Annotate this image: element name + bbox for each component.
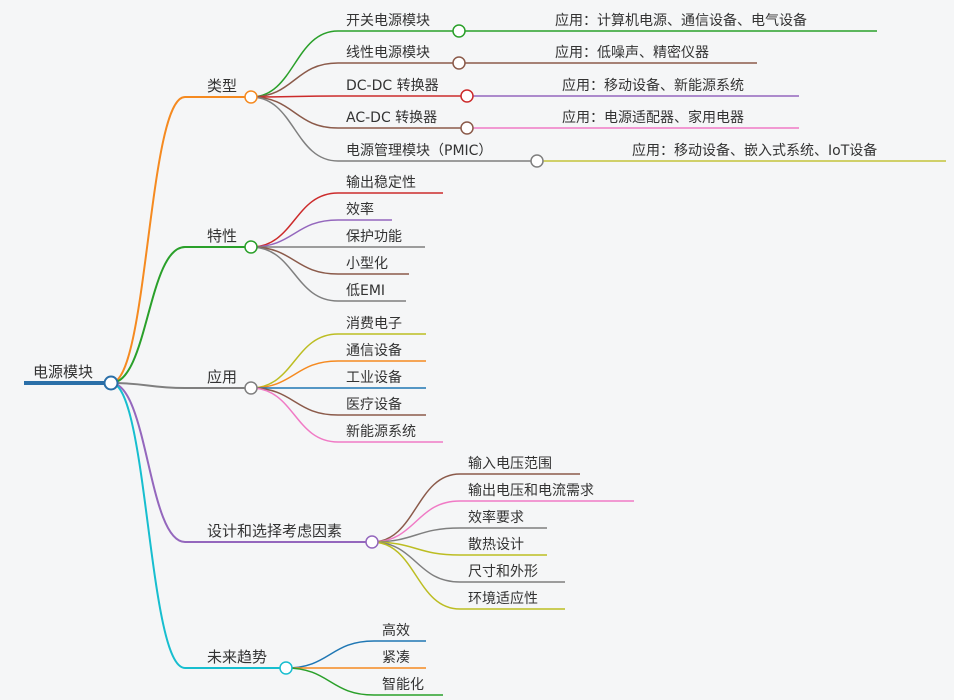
branch-toggle-applications[interactable]: [244, 381, 258, 395]
edge-applications-1: [250, 360, 339, 389]
branch-label-features: 特性: [207, 227, 237, 245]
root-toggle[interactable]: [103, 375, 119, 391]
branch-toggle-types[interactable]: [244, 90, 258, 104]
leaf-label: 输出稳定性: [346, 175, 416, 191]
edge-types-3: [250, 96, 339, 129]
edge-applications-0: [250, 333, 339, 389]
edge-features-3: [250, 246, 339, 275]
edge-applications-4: [250, 387, 339, 443]
edge-types-1: [250, 62, 339, 98]
edge-types-2: [250, 95, 339, 98]
branch-toggle-trends[interactable]: [279, 661, 293, 675]
edge-types-4: [250, 96, 339, 162]
application-note-label: 应用：移动设备、嵌入式系统、IoT设备: [632, 142, 877, 159]
leaf-label: 工业设备: [346, 369, 402, 386]
leaf-label: 紧凑: [382, 649, 410, 666]
edge-root-design: [110, 382, 186, 543]
edge-features-1: [250, 219, 339, 248]
branch-toggle-features[interactable]: [244, 240, 258, 254]
leaf-label: 智能化: [382, 677, 424, 693]
leaf-label: 环境适应性: [468, 590, 538, 607]
edge-types-0: [250, 30, 339, 98]
edge-root-trends: [110, 382, 186, 669]
leaf-label: 高效: [382, 622, 410, 639]
application-note-label: 应用：移动设备、新能源系统: [562, 77, 744, 94]
collapse-toggle[interactable]: [460, 121, 474, 135]
edge-trends-0: [285, 640, 375, 669]
branch-label-trends: 未来趋势: [207, 648, 267, 666]
application-note-label: 应用：计算机电源、通信设备、电气设备: [555, 12, 807, 29]
leaf-label: 开关电源模块: [346, 13, 430, 29]
branch-label-types: 类型: [207, 77, 237, 95]
edge-root-types: [110, 96, 186, 384]
leaf-label: 输出电压和电流需求: [468, 483, 594, 499]
branch-label-applications: 应用: [207, 368, 237, 386]
leaf-label: 输入电压范围: [468, 455, 552, 472]
branch-label-design: 设计和选择考虑因素: [207, 522, 342, 540]
leaf-label: 通信设备: [346, 342, 402, 359]
leaf-label: 散热设计: [468, 537, 524, 553]
leaf-label: 效率要求: [468, 509, 524, 526]
edge-trends-2: [285, 667, 375, 696]
branch-toggle-design[interactable]: [365, 535, 379, 549]
edge-design-5: [371, 541, 461, 610]
leaf-label: DC-DC 转换器: [346, 77, 439, 94]
leaf-label: 医疗设备: [346, 396, 402, 413]
edge-design-1: [371, 500, 461, 543]
edge-design-3: [371, 541, 461, 556]
leaf-label: 消费电子: [346, 316, 402, 332]
collapse-toggle[interactable]: [452, 24, 466, 38]
application-note-label: 应用：电源适配器、家用电器: [562, 109, 744, 126]
edge-features-4: [250, 246, 339, 302]
leaf-label: 线性电源模块: [346, 45, 430, 61]
leaf-label: 尺寸和外形: [468, 564, 538, 580]
leaf-label: 低EMI: [346, 283, 385, 299]
leaf-label: 小型化: [346, 256, 388, 272]
leaf-label: 电源管理模块（PMIC）: [346, 143, 492, 159]
leaf-label: 效率: [346, 201, 374, 218]
root-node-label: 电源模块: [33, 363, 93, 381]
collapse-toggle[interactable]: [452, 56, 466, 70]
edge-design-2: [371, 527, 461, 543]
leaf-label: 新能源系统: [346, 424, 416, 440]
leaf-label: AC-DC 转换器: [346, 109, 437, 126]
collapse-toggle[interactable]: [460, 89, 474, 103]
leaf-label: 保护功能: [346, 229, 402, 245]
edge-applications-3: [250, 387, 339, 416]
edge-root-applications: [110, 382, 186, 389]
edge-features-0: [250, 192, 339, 248]
edge-design-0: [371, 473, 461, 543]
application-note-label: 应用：低噪声、精密仪器: [555, 44, 709, 61]
edge-root-features: [110, 246, 186, 384]
collapse-toggle[interactable]: [530, 154, 544, 168]
